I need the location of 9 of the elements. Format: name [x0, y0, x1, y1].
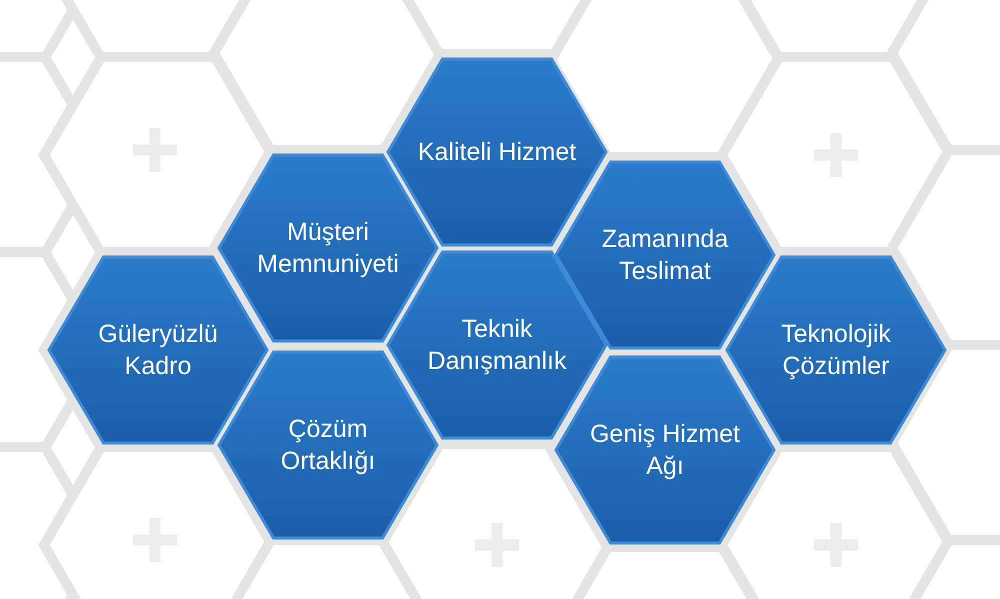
tile-label: Kaliteli Hizmet: [416, 136, 578, 168]
hexagon-tile: [554, 160, 776, 350]
tile-label: Zamanında Teslimat: [600, 224, 730, 287]
tile-label: Çözüm Ortaklığı: [280, 414, 376, 477]
tile-label: Teknik Danışmanlık: [426, 314, 568, 377]
tile-label: Güleryüzlü Kadro: [97, 318, 219, 382]
tile-label: Teknolojik Çözümler: [780, 318, 892, 382]
tile-label: Geniş Hizmet Ağı: [588, 418, 742, 482]
tile-label: Müşteri Memnuniyeti: [256, 216, 400, 280]
